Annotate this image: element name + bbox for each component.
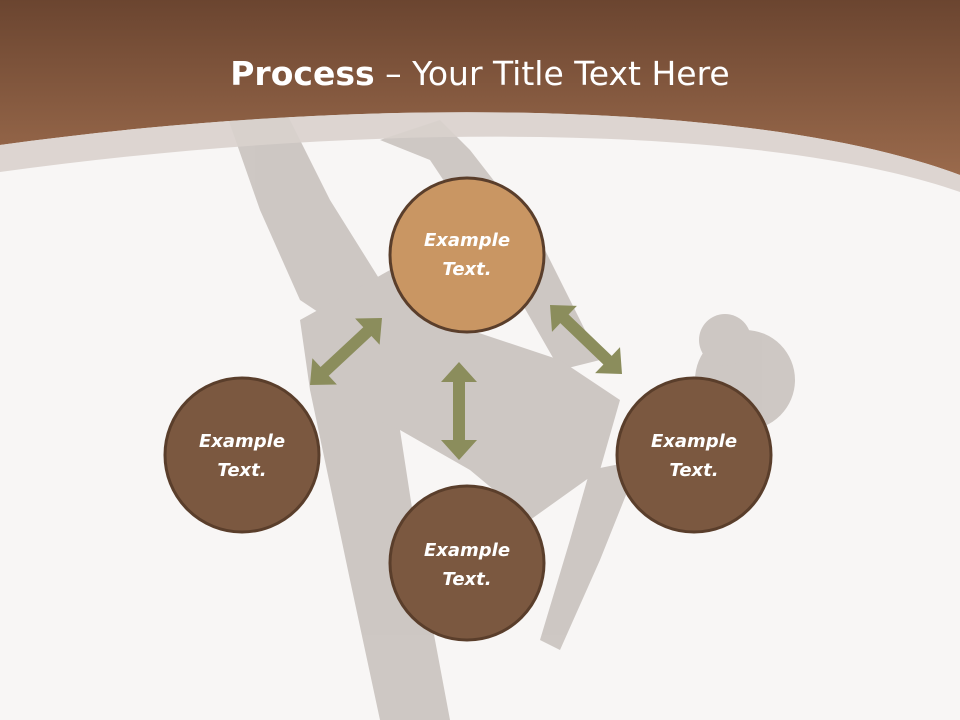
arrow-top-right: [550, 305, 622, 374]
node-top-line1: Example: [424, 230, 510, 251]
node-right-line2: Text.: [669, 460, 718, 481]
arrow-top-left: [310, 318, 382, 385]
node-bottom: Example Text.: [388, 484, 546, 642]
node-top: Example Text.: [388, 176, 546, 334]
title-bold: Process: [230, 54, 375, 93]
header-swoosh: [0, 112, 960, 192]
title-rest: – Your Title Text Here: [374, 54, 730, 93]
node-right: Example Text.: [615, 376, 773, 534]
node-bottom-line2: Text.: [442, 569, 491, 590]
node-left-line2: Text.: [217, 460, 266, 481]
double-arrow-shape: [550, 305, 622, 374]
node-right-line1: Example: [651, 431, 737, 452]
node-bottom-line1: Example: [424, 540, 510, 561]
arrow-vertical: [441, 362, 477, 460]
node-top-line2: Text.: [442, 259, 491, 280]
node-left: Example Text.: [163, 376, 321, 534]
header-band: [0, 0, 960, 175]
node-left-line1: Example: [199, 431, 285, 452]
slide-title: Process – Your Title Text Here: [0, 52, 960, 96]
double-arrow-shape: [310, 318, 382, 385]
double-arrow-shape: [441, 362, 477, 460]
